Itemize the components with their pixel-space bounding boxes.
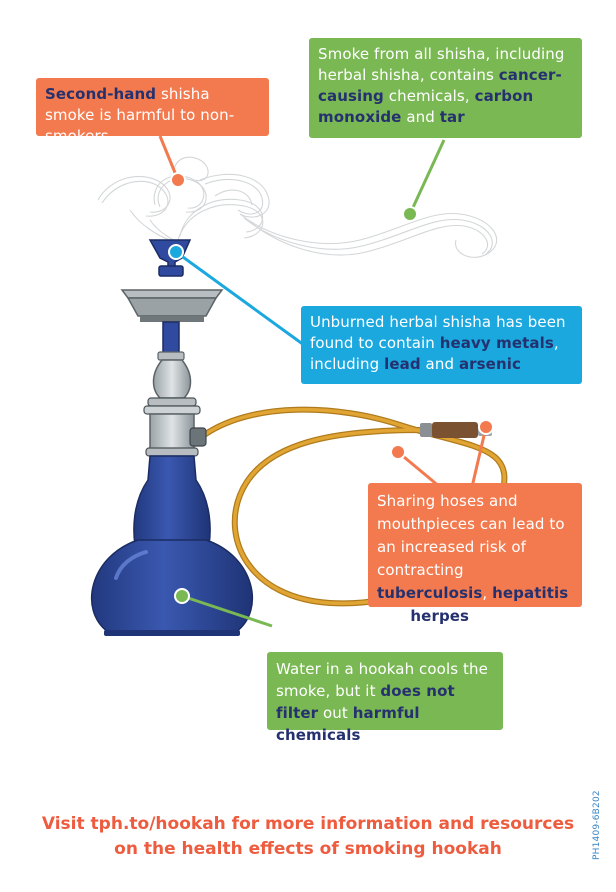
callout-highlight-text: tuberculosis [377, 584, 483, 602]
callout-anchor-dots [168, 172, 494, 604]
smoke-cloud [97, 156, 497, 258]
callout-text: Unburned herbal shisha has been found to… [310, 313, 566, 352]
callout-highlight-text: lead [384, 355, 421, 373]
callout-text: Sharing hoses and mouthpieces can lead t… [377, 492, 565, 579]
callout-text: and [377, 607, 411, 625]
callout-text: chemicals, [383, 87, 475, 105]
callout-highlight-text: carbon monoxide [318, 87, 534, 126]
callout-text: Smoke from all shisha, including herbal … [318, 45, 565, 84]
callout-highlight-text: cancer-causing [318, 66, 562, 105]
footer-line-2: on the health effects of smoking hookah [114, 839, 502, 859]
callout-text: and [401, 108, 440, 126]
callout-text: and [420, 355, 459, 373]
callout-highlight-text: harmful chemicals [276, 704, 420, 744]
hookah-body [91, 239, 253, 636]
callout-highlight-text: arsenic [458, 355, 521, 373]
callout-text: out [318, 704, 353, 722]
callout-smoke-chemicals: Smoke from all shisha, including herbal … [309, 38, 582, 138]
callout-highlight-text: tar [439, 108, 465, 126]
footer-message: Visit tph.to/hookah for more information… [0, 812, 616, 862]
callout-text: shisha smoke is harmful to non-smokers [45, 85, 235, 145]
callout-highlight-text: hepatitis [492, 584, 569, 602]
callout-text: , including [310, 334, 559, 373]
callout-shared-hoses: Sharing hoses and mouthpieces can lead t… [368, 483, 582, 625]
callout-highlight-text: heavy metals [439, 334, 554, 352]
callout-second-hand-smoke: Second-hand shisha smoke is harmful to n… [36, 78, 269, 145]
callout-heavy-metals: Unburned herbal shisha has been found to… [301, 306, 582, 384]
callout-text: Water in a hookah cools the smoke, but i… [276, 660, 488, 700]
footer-line-1: Visit tph.to/hookah for more information… [41, 814, 575, 834]
callout-leaders [158, 135, 488, 628]
callout-highlight-text: Second-hand [45, 85, 157, 103]
callout-water-filter: Water in a hookah cools the smoke, but i… [267, 652, 503, 744]
callout-highlight-text: herpes [410, 607, 470, 625]
document-code: PH1409-6B202 [592, 790, 602, 860]
callout-highlight-text: does not filter [276, 682, 455, 722]
callout-text: , [482, 584, 493, 602]
